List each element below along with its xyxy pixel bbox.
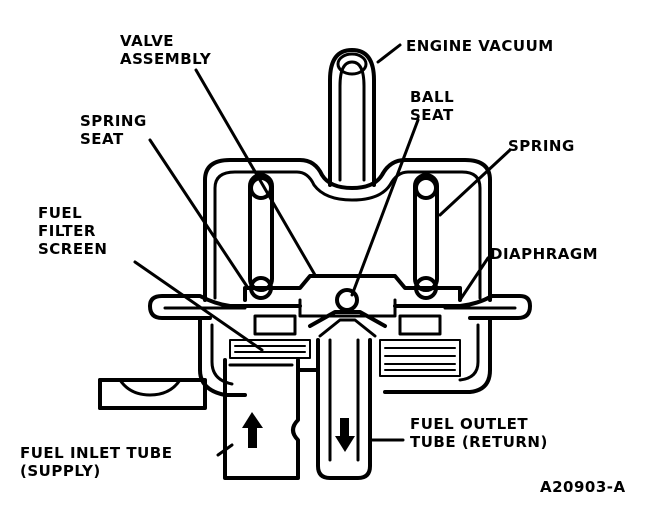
- diaphragm-flange: [148, 294, 532, 336]
- label-fuel-filter-screen: FUEL FILTER SCREEN: [38, 204, 108, 258]
- inlet-flow-arrow-icon: [242, 412, 263, 448]
- mounting-bracket: [98, 378, 207, 410]
- label-spring: SPRING: [508, 137, 575, 155]
- fuel-filter-screen: [229, 339, 461, 377]
- label-valve-assembly: VALVE ASSEMBLY: [120, 32, 212, 68]
- label-spring-seat: SPRING SEAT: [80, 112, 147, 148]
- vacuum-nipple: [328, 48, 376, 187]
- spring-seat-plate: [243, 274, 462, 302]
- right-spring: [413, 173, 439, 300]
- figure-id: A20903-A: [540, 478, 626, 496]
- label-fuel-inlet-tube: FUEL INLET TUBE (SUPPLY): [20, 444, 173, 480]
- ball-seat: [308, 288, 387, 338]
- outlet-flow-arrow-icon: [335, 418, 355, 452]
- label-engine-vacuum: ENGINE VACUUM: [406, 37, 554, 55]
- fuel-outlet-tube: [316, 338, 372, 480]
- fuel-inlet-tube: [223, 358, 320, 480]
- label-diaphragm: DIAPHRAGM: [490, 245, 599, 263]
- label-ball-seat: BALL SEAT: [410, 88, 455, 124]
- label-fuel-outlet-tube: FUEL OUTLET TUBE (RETURN): [410, 415, 548, 451]
- upper-housing: [203, 158, 492, 302]
- leader-lines: [133, 43, 512, 457]
